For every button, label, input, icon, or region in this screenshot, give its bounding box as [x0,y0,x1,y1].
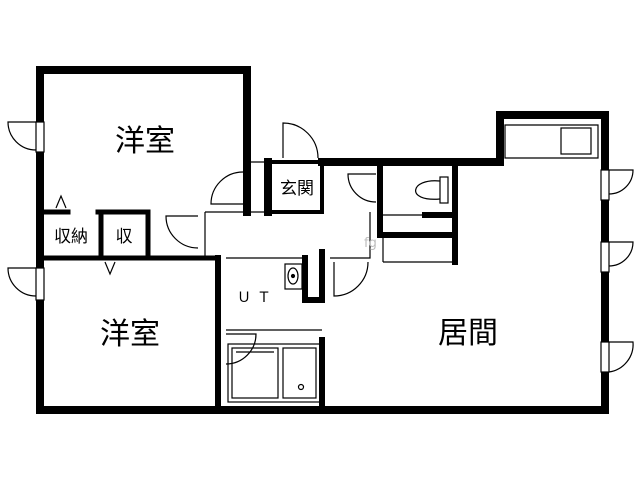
toilet-fixture [415,176,449,204]
kitchen-counter [504,124,599,159]
door-swing-upper-room [210,171,244,205]
wall-storage [37,209,151,261]
door-swing-living [333,261,369,297]
wall-upper-room [36,66,251,216]
ut-outline [226,257,322,331]
bathtub-fixture [227,343,321,403]
door-mark-storage [55,194,67,209]
wall-living-top [318,111,609,174]
door-swing-right-1 [608,169,634,195]
door-swing-entrance [282,122,319,159]
room-label-western-upper: 洋室 [115,124,175,159]
windows [35,121,610,373]
entrance-step [249,161,268,212]
room-label-western-lower: 洋室 [100,317,160,352]
room-label-closet: 収 [116,227,133,247]
window-right-3 [600,341,610,373]
window-upper-left [35,121,45,153]
room-label-entrance: 玄関 [280,179,314,199]
wall-toilet-notch [422,212,458,238]
door-mark-closet [104,261,116,276]
walls [36,66,609,414]
room-label-living: 居間 [438,316,498,351]
thin-lines [204,124,599,331]
door-swing-toilet [347,173,377,203]
window-right-1 [600,169,610,201]
room-label-storage: 収納 [54,227,88,247]
door-swing-right-3 [608,341,634,373]
door-swing-corridor [165,215,199,249]
washbasin-fixture [284,263,303,290]
doors [7,121,634,373]
window-right-2 [600,241,610,273]
door-swing-upper-left [7,121,37,151]
room-label-utility: ＵＴ [237,290,277,306]
sink-fixture [560,127,592,155]
window-lower-left [35,267,45,301]
corridor [204,211,371,259]
wall-ut-niche [302,255,325,303]
watermark: fg [364,236,377,251]
toilet-outline [382,214,455,263]
fixtures [227,127,592,403]
door-swing-right-2 [608,241,634,267]
door-swing-lower-left [7,267,37,297]
